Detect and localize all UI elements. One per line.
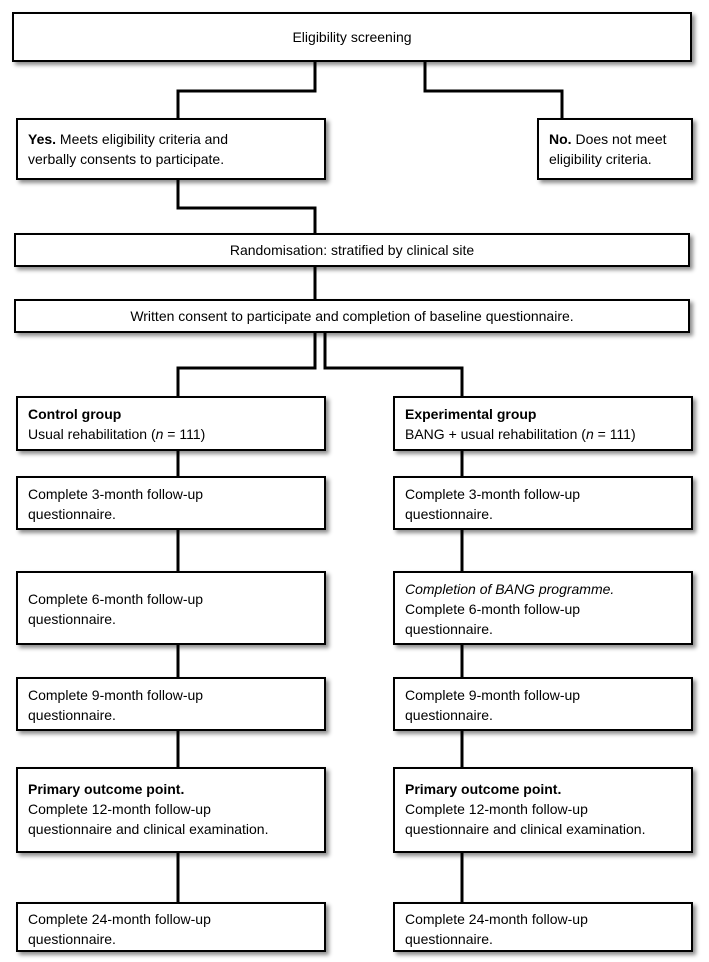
experimental-12-month-line1: Complete 12-month follow-up bbox=[405, 801, 588, 817]
no-label: No. bbox=[549, 131, 572, 147]
experimental-primary-outcome-label: Primary outcome point. bbox=[405, 781, 562, 797]
connector-yes-randomisation bbox=[176, 178, 317, 235]
control-3-month-line1: Complete 3-month follow-up bbox=[28, 486, 204, 502]
experimental-9-month-line1: Complete 9-month follow-up bbox=[405, 687, 581, 703]
yes-text-line2: verbally consents to participate. bbox=[28, 151, 225, 167]
experimental-group-box: Experimental group BANG + usual rehabili… bbox=[393, 396, 693, 451]
experimental-6-month-line1: Complete 6-month follow-up bbox=[405, 601, 581, 617]
experimental-9-month-line2: questionnaire. bbox=[405, 707, 493, 723]
no-text-line2: eligibility criteria. bbox=[549, 151, 652, 167]
control-6-month-box: Complete 6-month follow-up questionnaire… bbox=[16, 571, 326, 645]
experimental-12-month-line2: questionnaire and clinical examination. bbox=[405, 821, 646, 837]
randomisation-label: Randomisation: stratified by clinical si… bbox=[229, 242, 475, 258]
control-6-month-line2: questionnaire. bbox=[28, 611, 116, 627]
control-n-label: n bbox=[155, 426, 164, 442]
control-group-box: Control group Usual rehabilitation (n = … bbox=[16, 396, 326, 451]
experimental-n-label: n bbox=[585, 426, 594, 442]
control-subtitle-pre: Usual rehabilitation ( bbox=[28, 426, 156, 442]
control-3-month-line2: questionnaire. bbox=[28, 506, 116, 522]
control-primary-outcome-label: Primary outcome point. bbox=[28, 781, 185, 797]
experimental-3-month-line2: questionnaire. bbox=[405, 506, 493, 522]
experimental-24-month-line2: questionnaire. bbox=[405, 931, 493, 947]
no-text-line1: Does not meet bbox=[571, 131, 667, 147]
control-12-month-line1: Complete 12-month follow-up bbox=[28, 801, 211, 817]
consent-box: Written consent to participate and compl… bbox=[14, 299, 690, 333]
experimental-24-month-box: Complete 24-month follow-up questionnair… bbox=[393, 902, 693, 952]
control-24-month-line2: questionnaire. bbox=[28, 931, 116, 947]
experimental-group-title: Experimental group bbox=[405, 406, 537, 422]
experimental-bang-completion-note: Completion of BANG programme. bbox=[405, 581, 615, 597]
experimental-12-month-box: Primary outcome point. Complete 12-month… bbox=[393, 767, 693, 853]
control-12-month-line2: questionnaire and clinical examination. bbox=[28, 821, 269, 837]
eligibility-screening-box: Eligibility screening bbox=[12, 12, 692, 62]
experimental-3-month-line1: Complete 3-month follow-up bbox=[405, 486, 581, 502]
control-3-month-box: Complete 3-month follow-up questionnaire… bbox=[16, 476, 326, 530]
consent-label: Written consent to participate and compl… bbox=[130, 308, 574, 324]
eligibility-screening-label: Eligibility screening bbox=[292, 29, 412, 45]
experimental-subtitle-post: = 111) bbox=[593, 426, 636, 442]
randomisation-box: Randomisation: stratified by clinical si… bbox=[14, 233, 690, 267]
eligible-yes-box: Yes. Meets eligibility criteria and verb… bbox=[16, 118, 326, 180]
connector-consent-experimental bbox=[323, 331, 464, 398]
connector-screening-no bbox=[423, 59, 564, 120]
experimental-24-month-line1: Complete 24-month follow-up bbox=[405, 911, 588, 927]
eligible-no-box: No. Does not meet eligibility criteria. bbox=[537, 118, 693, 180]
control-9-month-line2: questionnaire. bbox=[28, 707, 116, 723]
yes-text-line1: Meets eligibility criteria and bbox=[56, 131, 228, 147]
control-9-month-line1: Complete 9-month follow-up bbox=[28, 687, 204, 703]
experimental-6-month-line2: questionnaire. bbox=[405, 621, 493, 637]
yes-label: Yes. bbox=[28, 131, 57, 147]
control-group-title: Control group bbox=[28, 406, 122, 422]
connector-consent-control bbox=[176, 331, 317, 398]
control-24-month-box: Complete 24-month follow-up questionnair… bbox=[16, 902, 326, 952]
control-24-month-line1: Complete 24-month follow-up bbox=[28, 911, 211, 927]
experimental-6-month-box: Completion of BANG programme. Complete 6… bbox=[393, 571, 693, 645]
experimental-subtitle-pre: BANG + usual rehabilitation ( bbox=[405, 426, 586, 442]
experimental-3-month-box: Complete 3-month follow-up questionnaire… bbox=[393, 476, 693, 530]
experimental-9-month-box: Complete 9-month follow-up questionnaire… bbox=[393, 677, 693, 731]
control-6-month-line1: Complete 6-month follow-up bbox=[28, 591, 204, 607]
control-9-month-box: Complete 9-month follow-up questionnaire… bbox=[16, 677, 326, 731]
connector-screening-yes bbox=[176, 59, 317, 120]
control-12-month-box: Primary outcome point. Complete 12-month… bbox=[16, 767, 326, 853]
control-subtitle-post: = 111) bbox=[163, 426, 206, 442]
